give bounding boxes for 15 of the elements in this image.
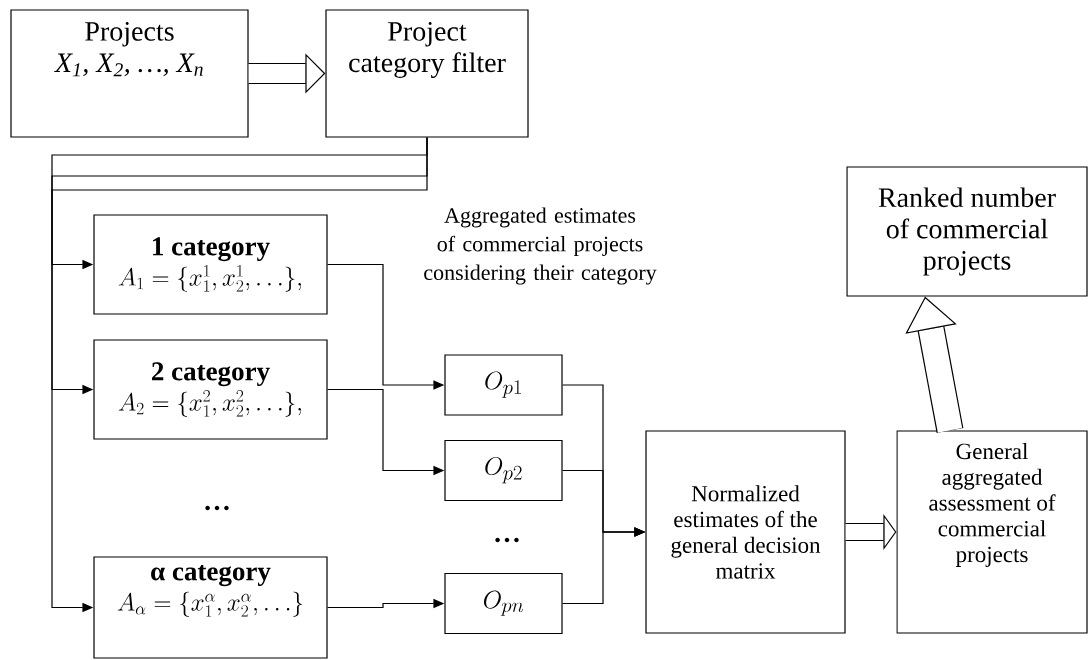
estimate-box: $O_{p2}$ [444, 439, 563, 502]
ellipsis: … [205, 505, 229, 511]
category-box: 2 category $A_{2}=\{x^{2}_{1},x^{2}_{2},\ldots\},$ [93, 339, 328, 440]
input-box: Projects X$_{1}$, X$_{2}$, …, X$_{n}$ [10, 9, 249, 138]
annotation-text: Aggregated estimates of commercial projects considering their category [424, 207, 657, 285]
block-arrow [905, 296, 964, 433]
filter-box: Project category filter [325, 9, 529, 138]
estimate-box: $O_{p1}$ [444, 354, 563, 416]
category-box: α category $A_{\alpha}=\{x^{\alpha}_{1},x^{\alpha}_{2},\ldots\}$ [93, 556, 328, 659]
ellipsis: … [495, 537, 519, 543]
result-box: Ranked number of commercial projects [846, 166, 1088, 297]
estimate-box: $O_{pn}$ [444, 572, 563, 635]
category-box: 1 category $A_{1}=\{x^{1}_{1},x^{1}_{2},\ldots\},$ [93, 214, 328, 315]
assessment-box: General aggregated assessment of commercial projects [896, 430, 1088, 634]
matrix-box: Normalized estimates of the general decision matrix [645, 430, 846, 634]
